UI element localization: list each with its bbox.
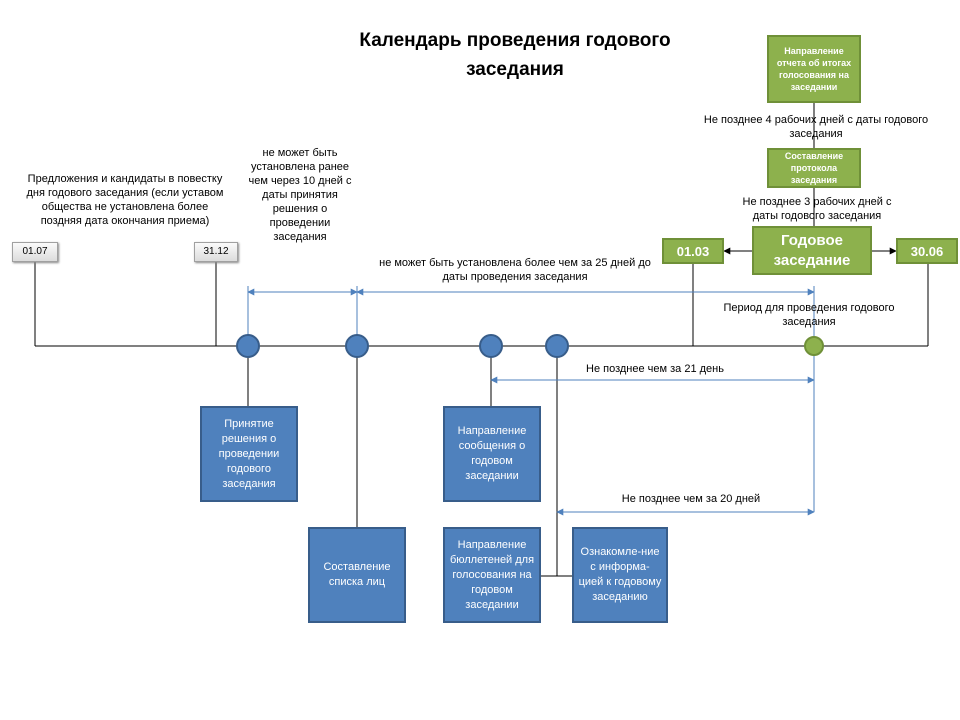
end-date-badge: 31.12 (194, 242, 238, 262)
report-deadline: Не позднее 4 рабочих дней с даты годовог… (703, 114, 929, 140)
period-note: Период для проведения годового заседания (723, 302, 895, 328)
proposals-note: Предложения и кандидаты в повестку дня г… (26, 173, 224, 227)
ballots-box: Направление бюллетеней для голосования н… (443, 527, 541, 623)
protocol-box: Составление протокола заседания (767, 148, 861, 188)
node-decision (236, 334, 260, 358)
period-end-badge: 30.06 (896, 238, 958, 264)
max-25-days-note: не может быть установлена более чем за 2… (379, 257, 651, 283)
start-date-badge: 01.07 (12, 242, 58, 262)
deadline-20-label: Не позднее чем за 20 дней (621, 493, 761, 505)
page-title: Календарь проведения годового заседания (359, 30, 671, 80)
node-list (345, 334, 369, 358)
familiarization-box: Ознакомле-ние с информа-цией к годовому … (572, 527, 668, 623)
meeting-box: Годовое заседание (752, 226, 872, 275)
report-box: Направление отчета об итогах голосования… (767, 35, 861, 103)
node-materials (545, 334, 569, 358)
list-box: Составление списка лиц (308, 527, 406, 623)
decision-box: Принятие решения о проведении годового з… (200, 406, 298, 502)
period-start-badge: 01.03 (662, 238, 724, 264)
node-notice (479, 334, 503, 358)
deadline-21-label: Не позднее чем за 21 день (586, 363, 724, 375)
notice-box: Направление сообщения о годовом заседани… (443, 406, 541, 502)
node-meeting (804, 336, 824, 356)
protocol-deadline: Не позднее 3 рабочих дней с даты годовог… (742, 196, 892, 222)
min-10-days-note: не может быть установлена ранее чем чере… (248, 147, 352, 243)
